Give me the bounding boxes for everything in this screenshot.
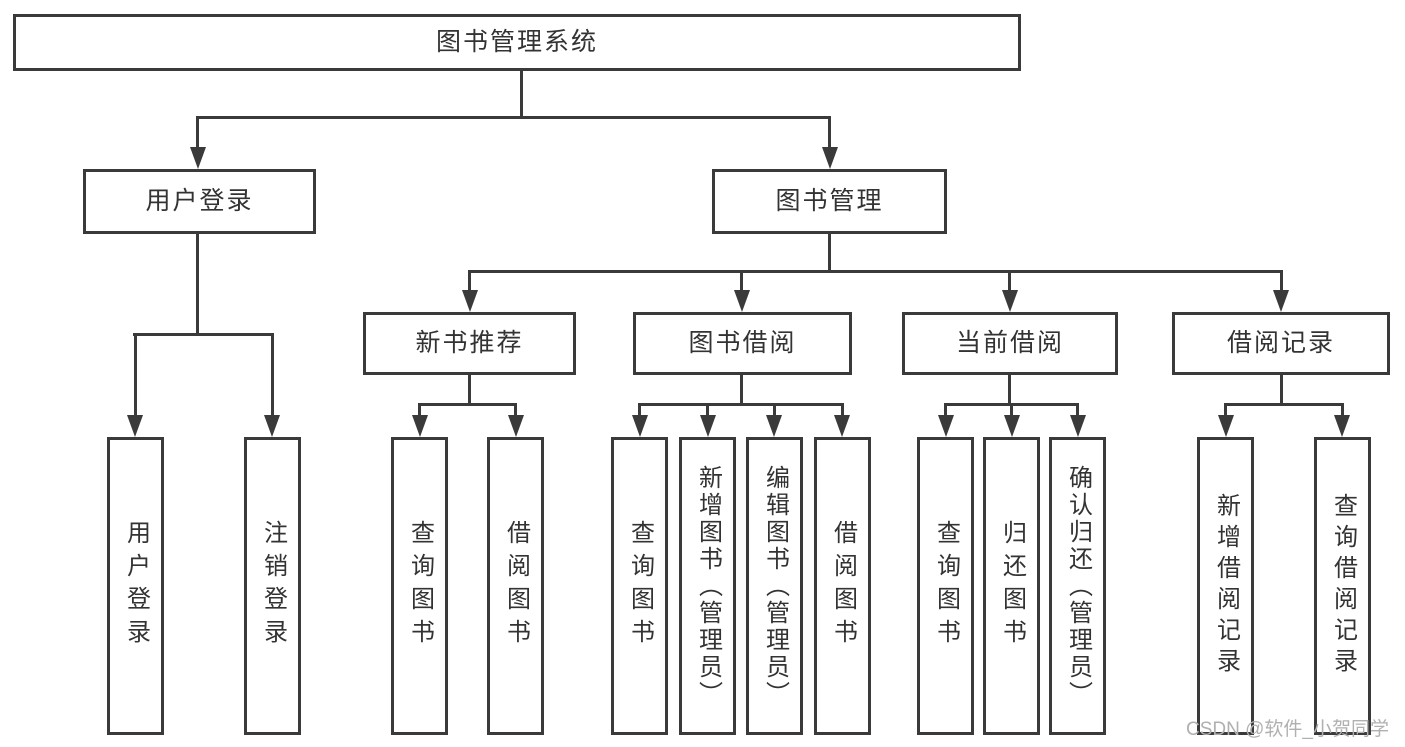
leaf-recommend-borrow-books: 借阅图书 <box>487 437 544 735</box>
arrow-down-icon <box>1273 290 1289 312</box>
connector-line <box>468 270 1282 273</box>
node-book-borrow: 图书借阅 <box>633 312 852 375</box>
arrow-down-icon <box>734 290 750 312</box>
connector-line <box>773 403 776 418</box>
connector-line <box>1280 270 1283 293</box>
connector-line <box>134 333 137 417</box>
connector-line <box>1341 403 1344 418</box>
csdn-watermark: CSDN @软件_小贺同学 <box>1186 719 1389 740</box>
node-label: 查询图书 <box>626 520 654 652</box>
connector-line <box>468 270 471 293</box>
connector-line <box>418 403 421 418</box>
node-label: 查询借阅记录 <box>1329 493 1357 679</box>
connector-line <box>514 403 517 418</box>
connector-line <box>197 116 830 119</box>
arrow-down-icon <box>1004 415 1020 437</box>
connector-line <box>1008 270 1011 293</box>
leaf-user-login: 用户登录 <box>107 437 164 735</box>
leaf-borrow-query-books: 查询图书 <box>611 437 668 735</box>
leaf-borrow-add-books-admin: 新增图书（管理员） <box>679 437 736 735</box>
arrow-down-icon <box>508 415 524 437</box>
connector-line <box>1224 403 1227 418</box>
leaf-borrow-borrow-books: 借阅图书 <box>814 437 871 735</box>
node-label: 借阅记录 <box>1226 329 1335 357</box>
node-label: 归还图书 <box>998 520 1026 652</box>
arrow-down-icon <box>462 290 478 312</box>
connector-line <box>418 403 517 406</box>
arrow-down-icon <box>1218 415 1234 437</box>
leaf-recommend-query-books: 查询图书 <box>391 437 448 735</box>
arrow-down-icon <box>938 415 954 437</box>
connector-line <box>196 116 199 150</box>
node-label: 查询图书 <box>932 520 960 652</box>
arrow-down-icon <box>822 147 838 169</box>
connector-line <box>828 116 831 150</box>
node-label: 新增借阅记录 <box>1212 493 1240 679</box>
node-label: 查询图书 <box>406 520 434 652</box>
connector-line <box>1076 403 1079 418</box>
node-label: 编辑图书（管理员） <box>761 464 789 708</box>
arrow-down-icon <box>1334 415 1350 437</box>
arrow-down-icon <box>834 415 850 437</box>
node-label: 借阅图书 <box>502 520 530 652</box>
leaf-records-query-record: 查询借阅记录 <box>1314 437 1371 735</box>
node-label: 注销登录 <box>259 520 287 652</box>
leaf-current-query-books: 查询图书 <box>917 437 974 735</box>
connector-line <box>828 233 831 273</box>
connector-line <box>1224 403 1344 406</box>
connector-line <box>841 403 844 418</box>
node-label: 图书管理 <box>775 187 884 215</box>
arrow-down-icon <box>127 415 143 437</box>
node-label: 新书推荐 <box>415 329 524 357</box>
node-borrow-records: 借阅记录 <box>1172 312 1390 375</box>
node-label: 新增图书（管理员） <box>694 464 722 708</box>
arrow-down-icon <box>264 415 280 437</box>
node-label: 借阅图书 <box>829 520 857 652</box>
node-label: 用户登录 <box>145 187 254 215</box>
arrow-down-icon <box>632 415 648 437</box>
node-label: 图书管理系统 <box>435 28 598 56</box>
connector-line <box>468 374 471 406</box>
node-new-book-recommend: 新书推荐 <box>363 312 576 375</box>
connector-line <box>196 233 199 336</box>
node-root: 图书管理系统 <box>13 14 1021 71</box>
connector-line <box>520 70 523 119</box>
arrow-down-icon <box>1002 290 1018 312</box>
connector-line <box>944 403 947 418</box>
node-user-login: 用户登录 <box>83 169 316 234</box>
connector-line <box>638 403 844 406</box>
arrow-down-icon <box>766 415 782 437</box>
leaf-logout: 注销登录 <box>244 437 301 735</box>
arrow-down-icon <box>412 415 428 437</box>
connector-line <box>740 270 743 293</box>
node-current-borrow: 当前借阅 <box>902 312 1118 375</box>
leaf-current-return-books: 归还图书 <box>983 437 1040 735</box>
connector-line <box>271 333 274 417</box>
node-book-management: 图书管理 <box>712 169 947 234</box>
node-label: 图书借阅 <box>688 329 797 357</box>
connector-line <box>740 374 743 406</box>
connector-line <box>1280 374 1283 406</box>
connector-line <box>133 333 274 336</box>
arrow-down-icon <box>700 415 716 437</box>
node-label: 确认归还（管理员） <box>1064 464 1092 708</box>
arrow-down-icon <box>1070 415 1086 437</box>
leaf-records-add-record: 新增借阅记录 <box>1197 437 1254 735</box>
leaf-borrow-edit-books-admin: 编辑图书（管理员） <box>746 437 803 735</box>
connector-line <box>1010 403 1013 418</box>
node-label: 用户登录 <box>122 520 150 652</box>
leaf-current-confirm-return-admin: 确认归还（管理员） <box>1049 437 1106 735</box>
connector-line <box>706 403 709 418</box>
connector-line <box>638 403 641 418</box>
node-label: 当前借阅 <box>955 329 1064 357</box>
connector-line <box>1008 374 1011 406</box>
arrow-down-icon <box>190 147 206 169</box>
